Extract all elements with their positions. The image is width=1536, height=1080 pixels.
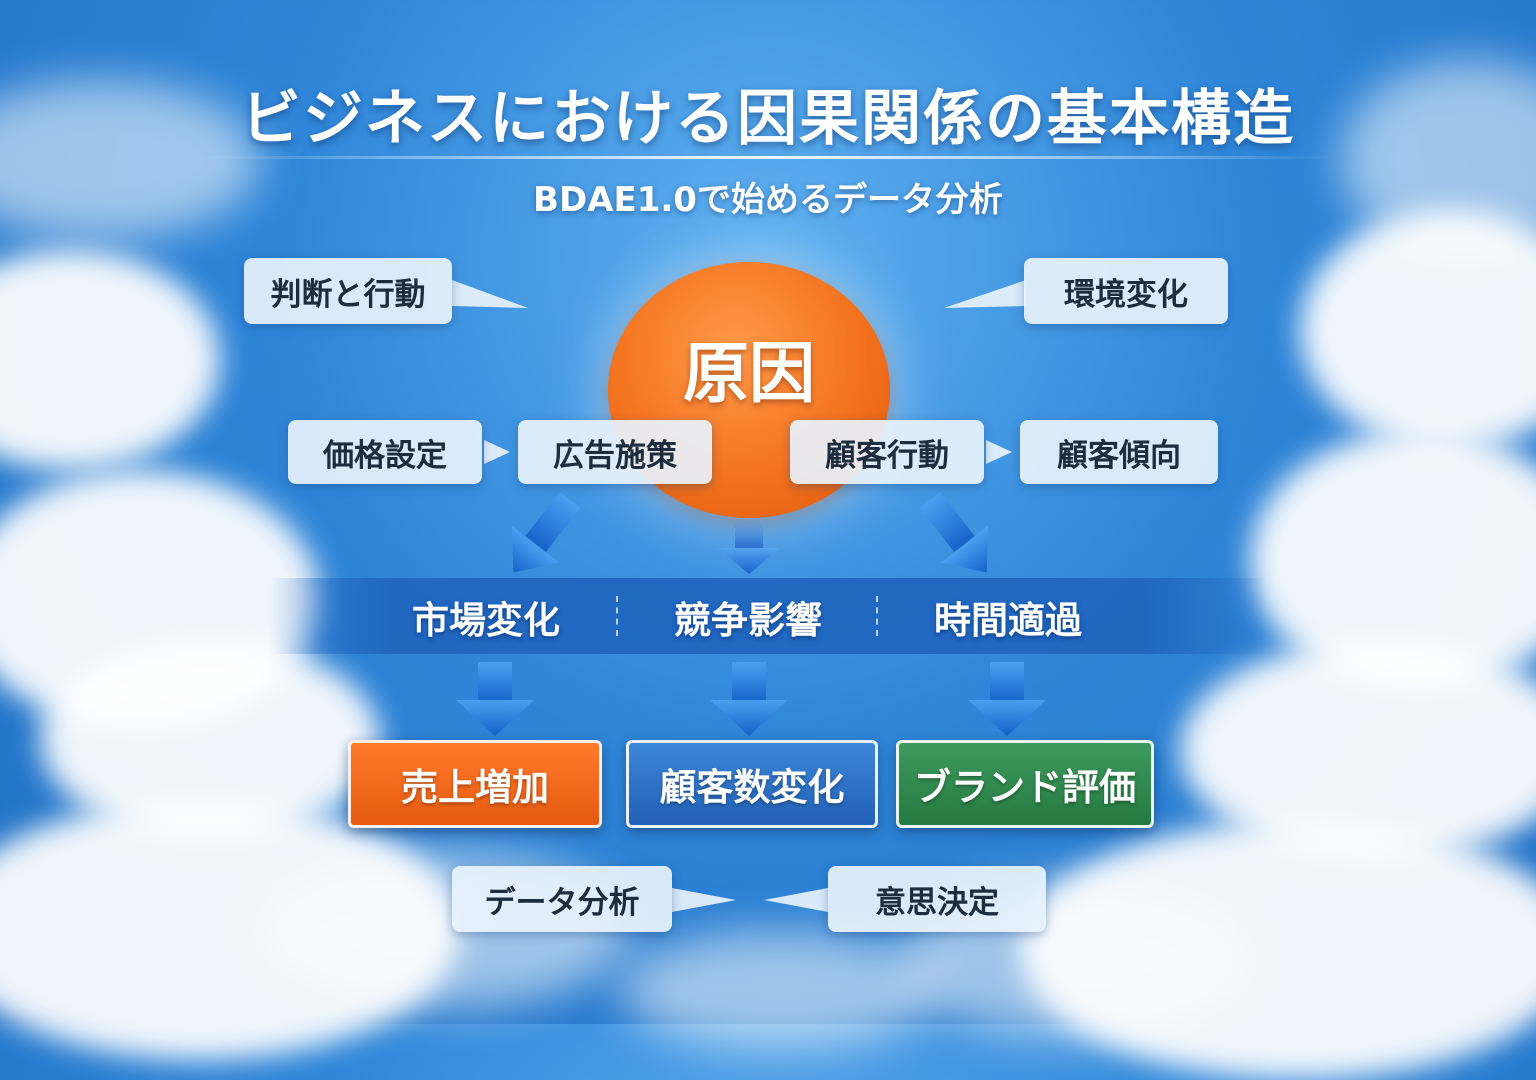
result-brand-rating: ブランド評価 <box>896 740 1154 828</box>
page-title: ビジネスにおける因果関係の基本構造 <box>241 84 1295 154</box>
callout-pointer-bottom-left <box>672 888 736 912</box>
callout-pointer-top-right <box>944 280 1026 308</box>
factor-customer-behavior: 顧客行動 <box>790 420 984 484</box>
cause-label: 原因 <box>683 335 815 412</box>
title-divider <box>200 156 1336 159</box>
intermediate-band <box>270 578 1266 654</box>
intermediate-market-change: 市場変化 <box>412 599 560 642</box>
arrow-down-left-icon <box>511 491 581 573</box>
factor-label: 顧客傾向 <box>1057 437 1181 474</box>
factor-label: 価格設定 <box>323 437 447 474</box>
chevron-right-icon <box>484 440 510 464</box>
chevron-right-icon <box>986 440 1012 464</box>
factor-label: 広告施策 <box>553 437 677 474</box>
factor-label: 顧客行動 <box>825 437 949 474</box>
band-divider <box>876 596 878 636</box>
arrow-down-right-icon <box>919 491 989 573</box>
result-customer-count: 顧客数変化 <box>626 740 878 828</box>
intermediate-competition: 競争影響 <box>674 599 822 642</box>
factor-customer-trend: 顧客傾向 <box>1020 420 1218 484</box>
callout-top-right: 環境変化 <box>1024 258 1228 324</box>
callout-label: 判断と行動 <box>270 276 426 313</box>
callout-bottom-left: データ分析 <box>452 866 672 932</box>
factor-ad-campaign: 広告施策 <box>518 420 712 484</box>
band-divider <box>616 596 618 636</box>
callout-pointer-top-left <box>452 280 528 308</box>
callout-top-left: 判断と行動 <box>244 258 452 324</box>
arrow-down-icon <box>456 662 534 736</box>
result-sales-increase: 売上増加 <box>348 740 602 828</box>
intermediate-time: 時間適過 <box>934 599 1082 642</box>
factor-price-setting: 価格設定 <box>288 420 482 484</box>
callout-pointer-bottom-right <box>764 888 828 912</box>
callout-label: データ分析 <box>484 884 640 921</box>
arrow-down-icon <box>710 662 788 736</box>
callout-label: 環境変化 <box>1064 276 1188 313</box>
page-subtitle: BDAE1.0で始めるデータ分析 <box>533 180 1003 220</box>
arrow-down-icon <box>968 662 1046 736</box>
arrow-down-icon <box>718 518 780 574</box>
callout-label: 意思決定 <box>875 884 999 921</box>
callout-bottom-right: 意思決定 <box>828 866 1046 932</box>
arrows-layer <box>452 280 1046 912</box>
